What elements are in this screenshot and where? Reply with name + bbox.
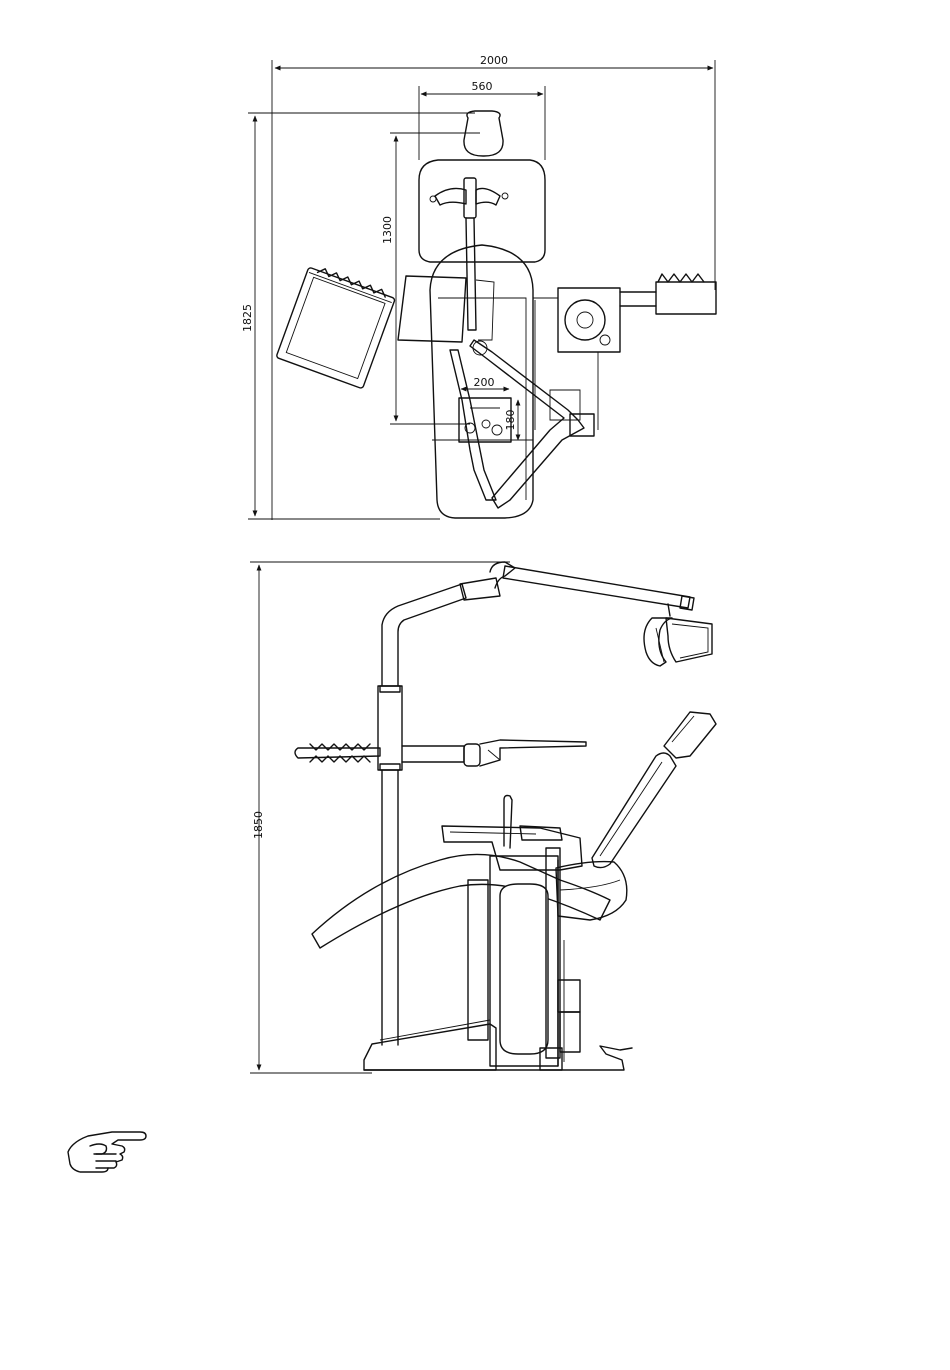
pointing-hand-icon [68,1132,146,1172]
top-view: 2000 560 1825 1300 [241,54,716,520]
dim-label-180: 180 [504,410,517,431]
dim-label-1850: 1850 [252,811,265,839]
dimension-total-height: 1850 [250,562,510,1073]
lamp-post [378,584,466,1045]
operating-lamp-top [430,178,508,330]
backrest [419,160,545,262]
dim-label-1300: 1300 [381,216,394,244]
suction-hose [450,350,496,500]
headrest [464,111,503,156]
cuspidor-unit [533,274,716,430]
dim-label-200: 200 [474,376,495,389]
operating-light-head [644,618,712,666]
dim-label-1825: 1825 [241,304,254,332]
instrument-tray [276,263,397,388]
control-panel: 200 180 [459,376,518,442]
side-view: 1850 [250,562,716,1073]
chair-floor-base [364,1020,632,1070]
dimension-total-length: 1825 [241,113,475,519]
chair-backrest-side [592,712,716,868]
doctor-arm [295,740,586,766]
dimension-seat-width: 560 [419,80,545,160]
dim-label-2000: 2000 [480,54,508,67]
chair-seat-side [556,862,627,920]
lamp-arm-side [460,562,694,616]
dim-label-560: 560 [472,80,493,93]
